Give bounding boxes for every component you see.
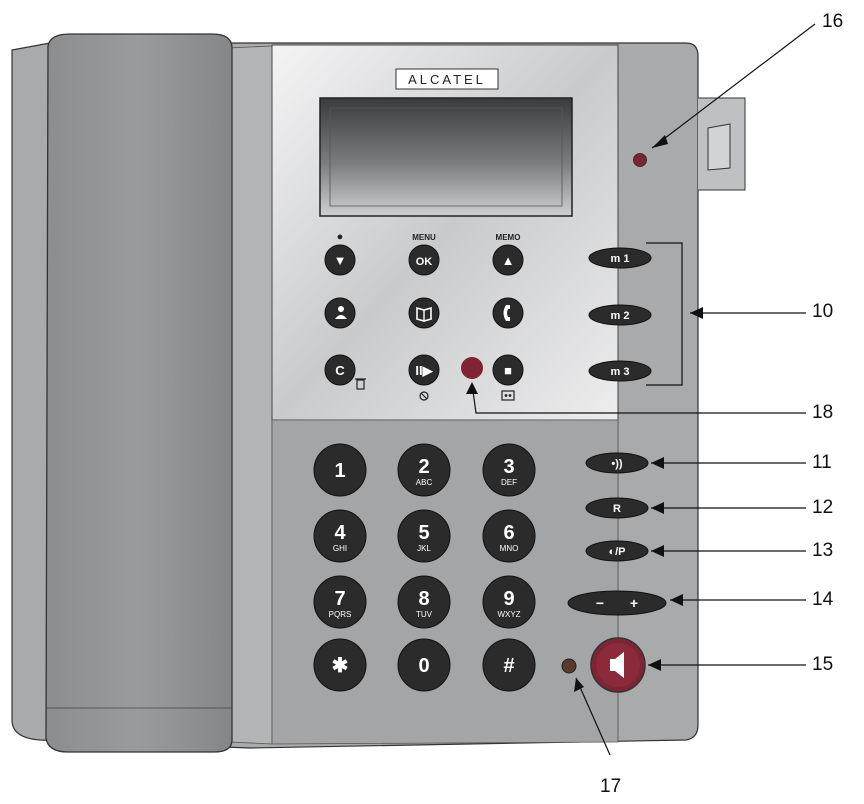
key-digit: # [503, 655, 514, 677]
memo-label: MEMO [496, 233, 521, 242]
clear-button[interactable]: C [324, 354, 356, 386]
key-digit: 2 [418, 456, 429, 478]
memory-key-label: m 3 [611, 366, 630, 378]
clear-label: C [335, 363, 345, 378]
callout-14: 14 [812, 589, 834, 610]
redial-label: •)) [611, 458, 623, 470]
key-digit: 4 [334, 522, 346, 544]
memory-key-label: m 1 [611, 253, 630, 265]
memory-key-3[interactable]: m 3 [588, 360, 652, 382]
cord-holder [698, 97, 746, 191]
key-letters: GHI [333, 544, 347, 553]
key-digit: 9 [503, 588, 514, 610]
contacts-button[interactable] [324, 297, 356, 329]
key-digit: 8 [418, 588, 429, 610]
mute-pause-key[interactable]: ◐/P [585, 540, 649, 562]
call-log-icon [503, 305, 510, 321]
speaker-button[interactable] [590, 637, 646, 693]
directory-icon [416, 306, 432, 322]
cassette-icon [501, 390, 515, 401]
volume-minus-label: − [596, 595, 604, 611]
keypad-key[interactable]: 1 [313, 443, 367, 497]
mute-pause-label: ◐/P [608, 546, 625, 558]
play-button[interactable]: II▶ [408, 354, 440, 386]
record-indicator-label: ● [337, 231, 344, 243]
memory-key-label: m 2 [611, 310, 630, 322]
callout-17: 17 [600, 776, 622, 797]
volume-plus-label: + [630, 595, 638, 611]
memory-key-2[interactable]: m 2 [588, 304, 652, 326]
key-letters: PQRS [329, 610, 352, 619]
key-digit: 1 [334, 460, 345, 482]
brand-plate [395, 68, 499, 90]
callout-15: 15 [812, 654, 834, 675]
down-label: ▼ [334, 253, 347, 268]
microphone [561, 658, 577, 674]
leader-arrowheads [466, 135, 703, 692]
stop-label: ■ [504, 363, 512, 378]
directory-button[interactable] [408, 297, 440, 329]
side-keys: •))R◐/P−+ [567, 452, 667, 616]
callout-11: 11 [812, 452, 832, 473]
recall-label: R [613, 503, 621, 515]
contacts-icon [335, 306, 347, 319]
key-letters: ABC [416, 478, 433, 487]
ok-label: OK [416, 256, 433, 268]
callout-18: 18 [812, 402, 834, 423]
callout-16: 16 [822, 11, 844, 32]
ok-button[interactable]: OK [408, 244, 440, 276]
speaker-icon [610, 652, 624, 678]
memory-key-1[interactable]: m 1 [588, 247, 652, 269]
key-letters: DEF [501, 478, 517, 487]
volume-rocker[interactable]: −+ [567, 590, 667, 616]
down-button[interactable]: ▼ [324, 244, 356, 276]
key-letters: MNO [500, 544, 519, 553]
key-letters: TUV [416, 610, 433, 619]
up-button[interactable]: ▲ [492, 244, 524, 276]
lcd-screen [319, 97, 573, 217]
keypad-key[interactable]: 0 [397, 638, 451, 692]
play-label: II▶ [415, 363, 433, 378]
key-letters: JKL [417, 544, 431, 553]
up-label: ▲ [502, 253, 515, 268]
callout-12: 12 [812, 497, 834, 518]
display-panel: ALCATEL [271, 44, 619, 421]
speaker-mute-icon [419, 391, 429, 401]
keypad-key[interactable]: # [482, 638, 536, 692]
keypad-key[interactable]: ✱ [313, 638, 367, 692]
key-digit: 6 [503, 522, 514, 544]
leader-lines [471, 23, 816, 756]
navigation-buttons: ▼ OK ▲ C II▶ ■ ● MENU MEMO [324, 231, 524, 401]
callout-10: 10 [812, 301, 834, 322]
key-letters: WXYZ [497, 610, 520, 619]
trash-icon [355, 378, 366, 390]
call-log-button[interactable] [492, 297, 524, 329]
redial-key[interactable]: •)) [585, 452, 649, 474]
stop-button[interactable]: ■ [492, 354, 524, 386]
memory-keys: m 1 m 2 m 3 [588, 247, 652, 382]
record-led [461, 357, 483, 379]
recall-key[interactable]: R [585, 497, 649, 519]
callout-13: 13 [812, 540, 834, 561]
key-digit: 3 [503, 456, 514, 478]
key-digit: 0 [418, 655, 429, 677]
message-led [633, 153, 647, 167]
key-digit: 7 [334, 588, 345, 610]
handset[interactable] [45, 33, 233, 753]
brand-logo: ALCATEL [408, 72, 486, 87]
key-digit: 5 [418, 522, 429, 544]
key-digit: ✱ [332, 655, 349, 677]
menu-label: MENU [412, 233, 436, 242]
